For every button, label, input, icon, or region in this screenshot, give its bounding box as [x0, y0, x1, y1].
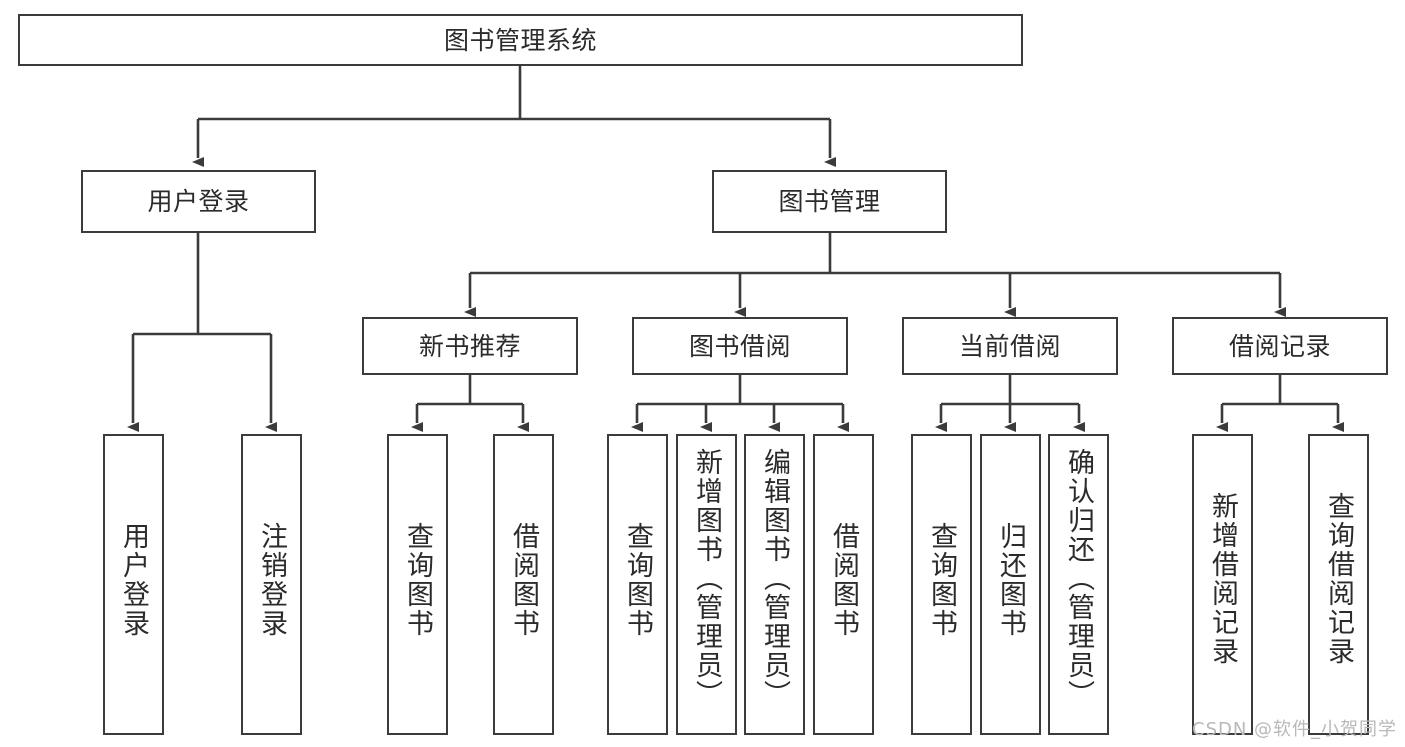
- leaf-add-record-label: 新增借阅记录: [1207, 492, 1238, 666]
- leaf-query-record[interactable]: 查询借阅记录: [1308, 434, 1369, 735]
- leaf-query-book-1[interactable]: 查询图书: [387, 434, 448, 735]
- node-borrow-record[interactable]: 借阅记录: [1172, 317, 1388, 375]
- leaf-borrow-book-2-label: 借阅图书: [828, 522, 859, 638]
- leaf-borrow-book-1-label: 借阅图书: [508, 522, 539, 638]
- node-current-borrow[interactable]: 当前借阅: [902, 317, 1118, 375]
- leaf-add-book[interactable]: 新增图书（管理员）: [676, 434, 737, 735]
- node-new-book-recommend-label: 新书推荐: [418, 331, 521, 361]
- leaf-borrow-book-1[interactable]: 借阅图书: [493, 434, 554, 735]
- leaf-user-login-label: 用户登录: [118, 522, 149, 638]
- leaf-edit-book[interactable]: 编辑图书（管理员）: [744, 434, 805, 735]
- node-root-label: 图书管理系统: [443, 25, 597, 55]
- node-book-manage-label: 图书管理: [778, 187, 881, 216]
- leaf-query-book-1-label: 查询图书: [402, 522, 433, 638]
- leaf-return-book-label: 归还图书: [995, 522, 1026, 638]
- csdn-watermark: CSDN @软件_小贺同学: [1192, 715, 1397, 741]
- node-root[interactable]: 图书管理系统: [18, 14, 1023, 66]
- leaf-add-record[interactable]: 新增借阅记录: [1192, 434, 1253, 735]
- node-user-login[interactable]: 用户登录: [81, 170, 316, 233]
- leaf-logout-login-label: 注销登录: [256, 522, 287, 638]
- leaf-edit-book-label: 编辑图书（管理员）: [759, 448, 790, 709]
- leaf-confirm-return-label: 确认归还（管理员）: [1063, 448, 1094, 709]
- leaf-query-book-3[interactable]: 查询图书: [911, 434, 972, 735]
- node-user-login-label: 用户登录: [147, 187, 250, 216]
- csdn-watermark-text: CSDN @软件_小贺同学: [1192, 719, 1398, 740]
- node-current-borrow-label: 当前借阅: [958, 331, 1061, 361]
- leaf-logout-login[interactable]: 注销登录: [241, 434, 302, 735]
- leaf-add-book-label: 新增图书（管理员）: [691, 448, 722, 709]
- node-new-book-recommend[interactable]: 新书推荐: [362, 317, 578, 375]
- node-book-borrow-label: 图书借阅: [688, 331, 791, 361]
- leaf-borrow-book-2[interactable]: 借阅图书: [813, 434, 874, 735]
- leaf-confirm-return[interactable]: 确认归还（管理员）: [1048, 434, 1109, 735]
- node-book-borrow[interactable]: 图书借阅: [632, 317, 848, 375]
- leaf-query-book-2-label: 查询图书: [622, 522, 653, 638]
- node-borrow-record-label: 借阅记录: [1228, 331, 1331, 361]
- leaf-user-login[interactable]: 用户登录: [103, 434, 164, 735]
- node-book-manage[interactable]: 图书管理: [712, 170, 947, 233]
- leaf-query-book-3-label: 查询图书: [926, 522, 957, 638]
- leaf-query-book-2[interactable]: 查询图书: [607, 434, 668, 735]
- leaf-return-book[interactable]: 归还图书: [980, 434, 1041, 735]
- leaf-query-record-label: 查询借阅记录: [1323, 492, 1354, 666]
